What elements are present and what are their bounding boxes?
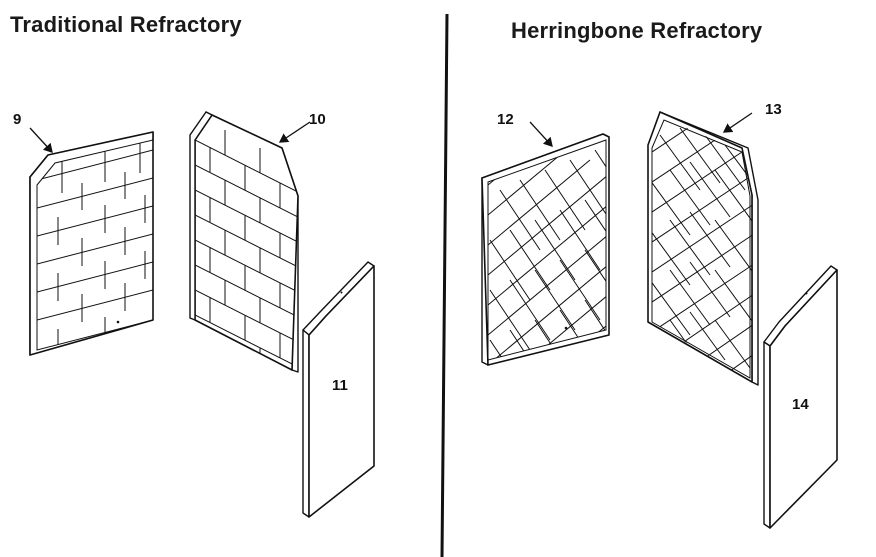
panel-12-back-wall [481, 133, 610, 366]
panel-10-brick-pattern [195, 130, 298, 370]
callout-9-label: 9 [13, 111, 21, 128]
callout-9-arrow [29, 127, 53, 153]
panel-9-brick-pattern [37, 140, 153, 350]
panel-13-side-wall [647, 111, 759, 386]
callout-14-label: 14 [792, 396, 809, 413]
panel-9-back-wall [29, 131, 154, 356]
callout-10-label: 10 [309, 111, 326, 128]
callout-12-arrow [529, 121, 553, 147]
section-divider [440, 13, 449, 557]
callout-11-label: 11 [332, 377, 348, 394]
callout-13-arrow [722, 112, 753, 133]
callout-10-arrow [278, 121, 311, 143]
traditional-refractory-title: Traditional Refractory [10, 12, 242, 37]
panel-10-side-wall [189, 111, 299, 373]
herringbone-refractory-title: Herringbone Refractory [511, 18, 763, 43]
panel-14-plain-panel [763, 265, 838, 529]
panel-13-herringbone-pattern [652, 119, 752, 382]
callout-12-label: 12 [497, 111, 514, 128]
panel-11-plain-panel [302, 261, 375, 518]
callout-13-label: 13 [765, 101, 782, 118]
